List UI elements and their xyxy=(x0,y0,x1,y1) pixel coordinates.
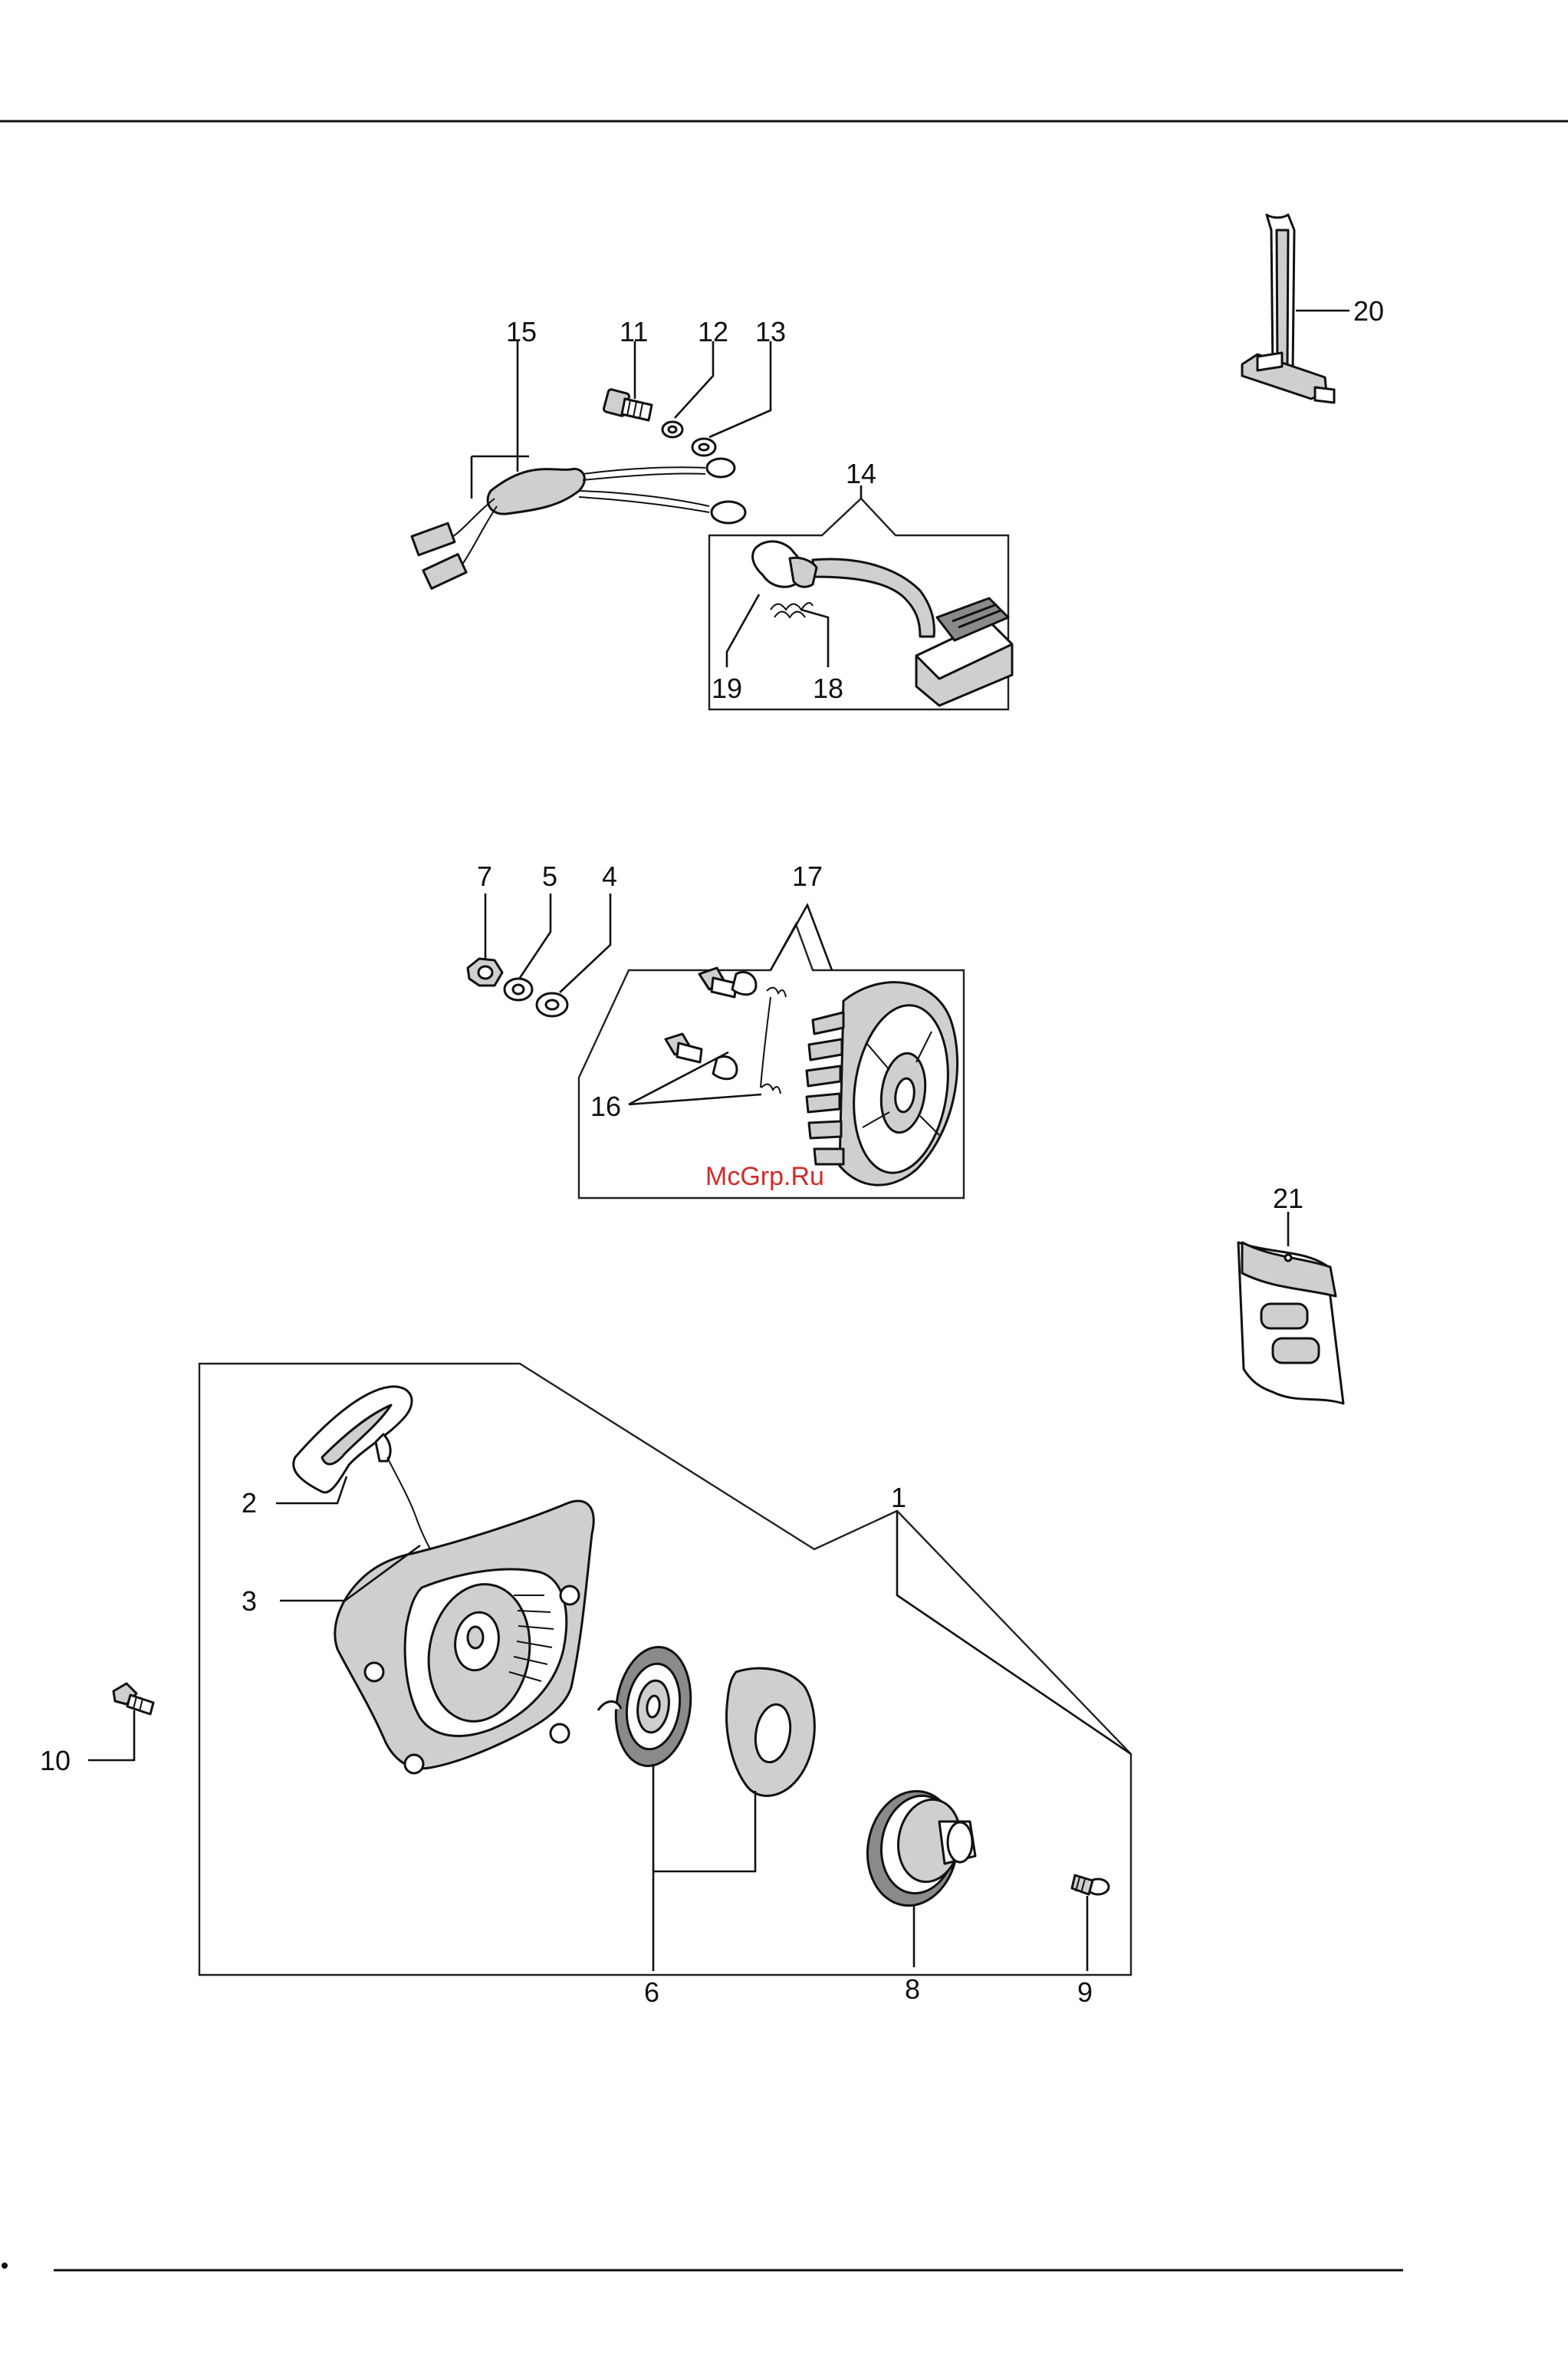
watermark: McGrp.Ru xyxy=(705,1162,824,1191)
label-3: 3 xyxy=(242,1585,257,1617)
label-1: 1 xyxy=(891,1482,906,1513)
label-19: 19 xyxy=(712,673,742,704)
flywheel-icon xyxy=(807,982,958,1185)
spark-plug-wrench-icon xyxy=(1242,215,1349,403)
screw-icon xyxy=(1072,1875,1109,1894)
label-7: 7 xyxy=(477,861,492,892)
edge-dot xyxy=(2,2263,8,2269)
label-13: 13 xyxy=(755,316,786,347)
label-17: 17 xyxy=(792,861,823,892)
label-12: 12 xyxy=(698,316,728,347)
label-18: 18 xyxy=(813,673,843,704)
gasket-icon xyxy=(1238,1212,1343,1404)
bolt-icon xyxy=(603,389,652,420)
label-15: 15 xyxy=(506,316,537,347)
label-14: 14 xyxy=(846,458,876,489)
label-10: 10 xyxy=(40,1745,71,1776)
starter-rope-icon xyxy=(387,1457,436,1557)
label-9: 9 xyxy=(1077,1976,1093,2008)
label-16: 16 xyxy=(590,1091,621,1122)
starter-group xyxy=(199,1364,1131,1975)
label-11: 11 xyxy=(620,316,648,347)
flywheel-group: McGrp.Ru xyxy=(468,894,964,1198)
ignition-group xyxy=(412,341,1012,709)
label-21: 21 xyxy=(1273,1183,1303,1214)
spring-icon xyxy=(771,603,813,617)
starter-housing-icon xyxy=(335,1501,593,1773)
label-20: 20 xyxy=(1353,295,1384,327)
spark-plug-cap-icon xyxy=(753,541,817,587)
label-4: 4 xyxy=(602,861,617,892)
label-6: 6 xyxy=(644,1976,659,2008)
spring-washer-icon xyxy=(505,979,532,1000)
nut-icon xyxy=(468,959,502,986)
starter-handle-icon xyxy=(294,1387,412,1493)
rope-pulley-icon xyxy=(859,1784,975,1913)
label-5: 5 xyxy=(542,861,557,892)
screw-icon xyxy=(113,1683,153,1714)
washer-icon xyxy=(537,993,567,1016)
wire-harness-icon xyxy=(412,456,745,588)
label-8: 8 xyxy=(905,1973,920,2005)
recoil-spring-icon xyxy=(598,1642,814,1795)
label-2: 2 xyxy=(242,1487,257,1519)
